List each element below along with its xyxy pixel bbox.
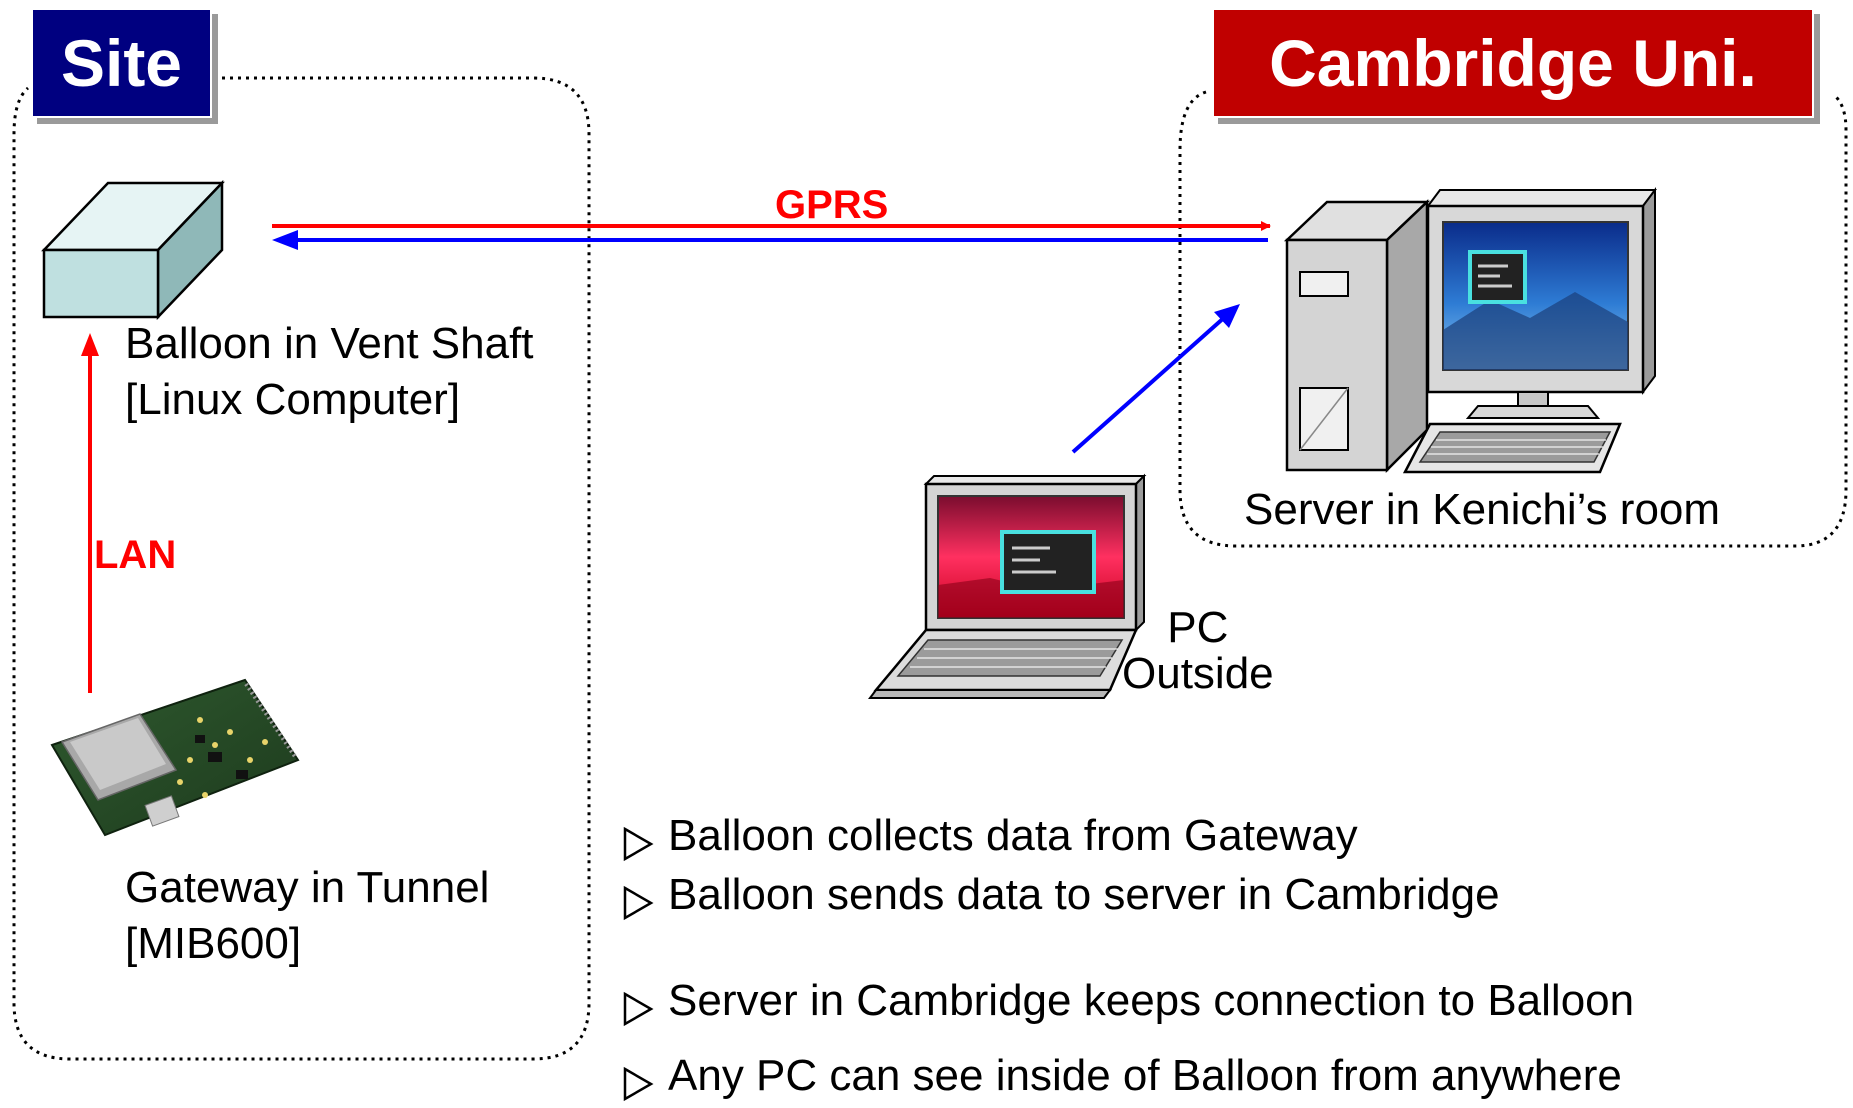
- list-item: Server in Cambridge keeps connection to …: [622, 976, 1634, 1026]
- lan-link-label: LAN: [94, 533, 177, 577]
- bullet-triangle-icon: [623, 826, 654, 862]
- gprs-link-label: GPRS: [775, 183, 889, 227]
- cambridge-title: Cambridge Uni.: [1212, 8, 1814, 118]
- bullet-markers: [623, 826, 654, 1102]
- bullet-triangle-icon: [623, 1066, 654, 1102]
- balloon-detail: [Linux Computer]: [125, 375, 461, 425]
- bullet-text: Balloon collects data from Gateway: [668, 811, 1358, 860]
- balloon-name: Balloon in Vent Shaft: [125, 319, 534, 368]
- bullet-text: Server in Cambridge keeps connection to …: [668, 976, 1635, 1025]
- bullet-text: Any PC can see inside of Balloon from an…: [668, 1051, 1622, 1100]
- gateway-name: Gateway in Tunnel: [125, 863, 490, 912]
- pc-detail: Outside: [1122, 649, 1274, 699]
- computer-box-icon: [41, 179, 225, 321]
- pc-to-server-arrowhead: [1214, 304, 1240, 328]
- gateway-detail: [MIB600]: [125, 919, 302, 969]
- server-label: Server in Kenichi’s room: [1244, 482, 1720, 538]
- list-item: Balloon collects data from Gateway: [622, 811, 1358, 861]
- desktop-computer-icon: [1283, 187, 1657, 474]
- server-name: Server in Kenichi’s room: [1244, 485, 1721, 534]
- circuit-board-icon: [50, 678, 300, 837]
- pc-label: PC Outside: [1122, 603, 1274, 699]
- lan-link-arrowhead: [81, 333, 99, 356]
- gateway-label: Gateway in Tunnel [MIB600]: [125, 860, 489, 973]
- cambridge-region-boundary: [1178, 90, 1848, 548]
- bullet-text: Balloon sends data to server in Cambridg…: [668, 870, 1500, 919]
- laptop-icon: [868, 473, 1147, 699]
- bullet-triangle-icon: [623, 885, 654, 921]
- site-title: Site: [31, 8, 212, 118]
- balloon-label: Balloon in Vent Shaft [Linux Computer]: [125, 316, 534, 429]
- site-region-boundary: [12, 76, 591, 1061]
- list-item: Any PC can see inside of Balloon from an…: [622, 1051, 1622, 1101]
- list-item: Balloon sends data to server in Cambridg…: [622, 870, 1500, 920]
- pc-name: PC: [1167, 603, 1229, 652]
- pc-to-server-arrow: [1071, 314, 1228, 454]
- gprs-return-arrowhead: [272, 230, 298, 250]
- bullet-triangle-icon: [623, 991, 654, 1027]
